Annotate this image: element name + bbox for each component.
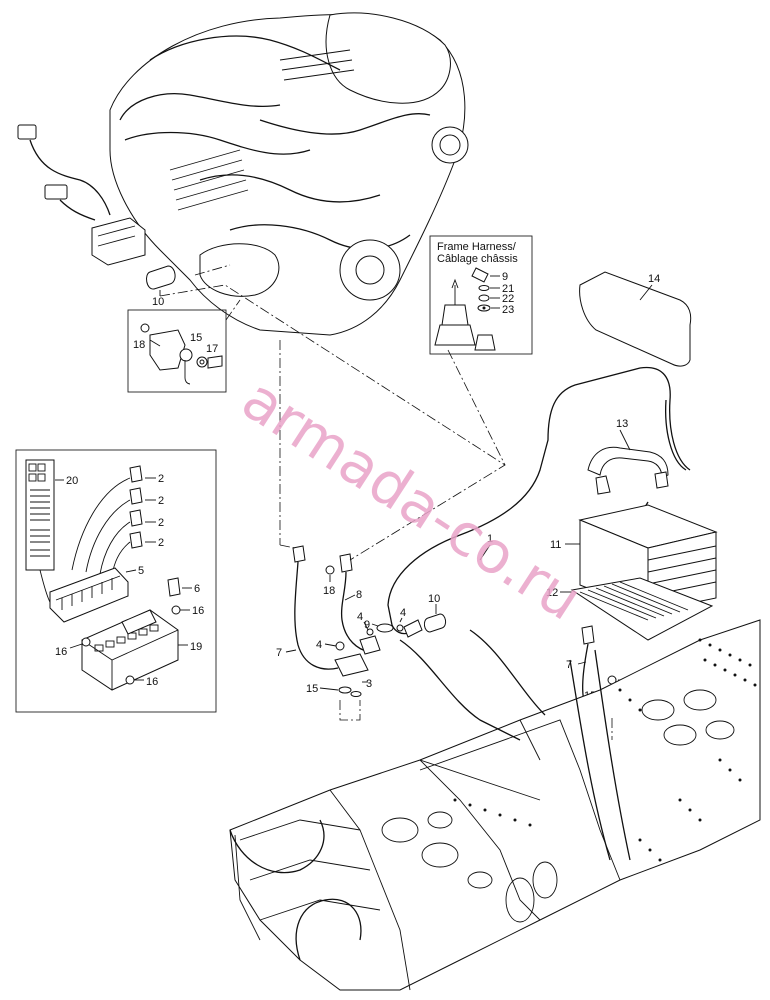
callout-2-d: 2: [158, 537, 164, 549]
callout-3: 3: [366, 678, 372, 690]
frame-harness-title-fr: Câblage châssis: [437, 253, 518, 265]
inset-frame-harness: Frame Harness/ Câblage châssis 9 21 22 2…: [429, 235, 533, 355]
callout-10-lower: 10: [428, 593, 440, 605]
callout-12: 12: [546, 587, 558, 599]
callout-2-b: 2: [158, 495, 164, 507]
inset-starter-connection: 18 15 17: [127, 299, 241, 393]
part-13-battery-strap: 13: [587, 418, 669, 513]
callout-1: 1: [487, 533, 493, 545]
callout-14: 14: [648, 273, 660, 285]
fuses: 2 2 2 2: [71, 465, 164, 577]
callout-11: 11: [550, 539, 561, 551]
callout-4-center: 4: [357, 611, 363, 623]
callout-8: 8: [356, 589, 362, 601]
part-7-cable-left: 7: [276, 545, 339, 670]
callout-22: 22: [502, 293, 514, 305]
center-hardware: 4 9 4 10: [357, 593, 447, 655]
callout-16-b: 16: [55, 646, 67, 658]
callout-18-inset: 18: [133, 339, 145, 351]
callout-4-center2: 4: [400, 607, 406, 619]
callout-6: 6: [194, 583, 200, 595]
callout-9-center: 9: [364, 619, 370, 631]
callout-9-inset: 9: [502, 271, 508, 283]
callout-7-left: 7: [276, 647, 282, 659]
engine-assembly: [17, 12, 469, 336]
callout-2-c: 2: [158, 517, 164, 529]
callout-23: 23: [502, 304, 514, 316]
callout-2-a: 2: [158, 473, 164, 485]
callout-4-left: 4: [316, 639, 322, 651]
callout-15-left: 15: [306, 683, 318, 695]
part-10-cap-top: 10: [146, 265, 176, 308]
callout-18-lower: 18: [323, 585, 335, 597]
callout-10-top: 10: [152, 296, 164, 308]
part-14-battery-pad: 14: [579, 271, 692, 367]
frame-harness-title-en: Frame Harness/: [437, 241, 517, 253]
callout-16-a: 16: [192, 605, 204, 617]
callout-13: 13: [616, 418, 628, 430]
callout-19: 19: [190, 641, 202, 653]
callout-5: 5: [138, 565, 144, 577]
callout-16-c: 16: [146, 676, 158, 688]
ground-hardware-left: 4 15 3 18: [306, 565, 372, 697]
chassis-frame: [229, 619, 761, 991]
part-8-cable: 8: [339, 553, 371, 653]
reference-lines: [159, 264, 613, 740]
part-12-battery-tray: 12: [546, 577, 714, 641]
part-1-positive-cable: 1: [387, 366, 691, 638]
callout-7-right: 7: [566, 659, 572, 671]
callout-21: 21: [502, 283, 514, 295]
inset-fuse-box: 20 2 2 2 2 5 6: [15, 449, 217, 713]
callout-20: 20: [66, 475, 78, 487]
callout-15-inset: 15: [190, 332, 202, 344]
callout-17-inset: 17: [206, 343, 218, 355]
